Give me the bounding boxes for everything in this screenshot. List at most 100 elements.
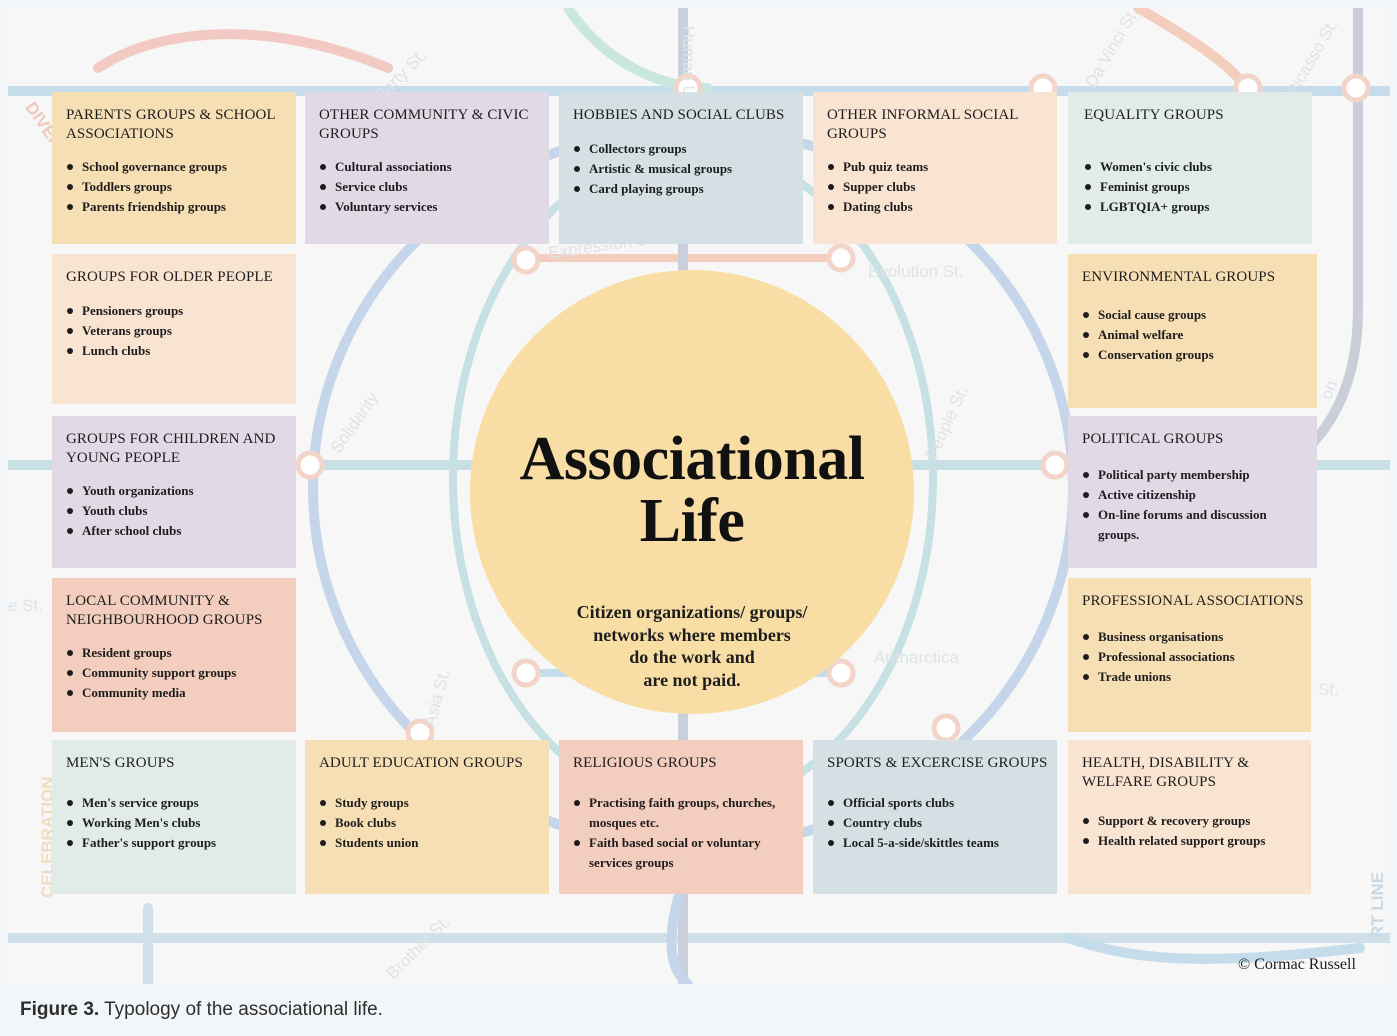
center-subtitle-line: Citizen organizations/ groups/ [576,602,808,622]
station-marker [931,713,961,743]
group-card-mens: MEN'S GROUPS Men's service groups Workin… [52,740,296,894]
group-items: Business organisations Professional asso… [1082,627,1299,687]
group-item: Collectors groups [573,139,791,159]
group-item: Service clubs [319,177,537,197]
figure-caption: Figure 3. Typology of the associational … [20,999,383,1021]
group-item: LGBTQIA+ groups [1084,197,1300,217]
group-item: Pensioners groups [66,301,284,321]
street-label: RT LINE [1368,871,1387,938]
group-items: Support & recovery groups Health related… [1082,811,1299,851]
group-item: Active citizenship [1082,485,1272,505]
group-items: Men's service groups Working Men's clubs… [66,793,284,853]
group-item: Artistic & musical groups [573,159,791,179]
group-card-health-disability: HEALTH, DISABILITY & WELFARE GROUPS Supp… [1068,740,1311,894]
group-item: Study groups [319,793,537,813]
group-item: Veterans groups [66,321,284,341]
street-label: Antharctica [874,648,960,667]
group-item: Youth clubs [66,501,284,521]
group-item: On-line forums and discussion groups. [1082,505,1272,545]
group-items: Resident groups Community support groups… [66,643,284,703]
group-title: OTHER INFORMAL SOCIAL GROUPS [827,107,1018,142]
street-label: St. [1318,680,1339,699]
group-title: ENVIRONMENTAL GROUPS [1082,269,1276,285]
group-item: Practising faith groups, churches, mosqu… [573,793,783,833]
group-title: EQUALITY GROUPS [1084,107,1224,123]
group-item: Support & recovery groups [1082,811,1299,831]
group-item: Conservation groups [1082,345,1305,365]
station-marker [1040,450,1070,480]
group-title: LOCAL COMMUNITY & NEIGHBOURHOOD GROUPS [66,593,263,628]
center-title-line: Life [639,487,745,555]
group-card-hobbies: HOBBIES AND SOCIAL CLUBS Collectors grou… [559,92,803,244]
group-item: Students union [319,833,537,853]
group-card-community-civic: OTHER COMMUNITY & CIVIC GROUPS Cultural … [305,92,549,244]
group-title: RELIGIOUS GROUPS [573,755,717,771]
group-item: Book clubs [319,813,537,833]
group-title: MEN'S GROUPS [66,755,175,771]
group-item: Voluntary services [319,197,537,217]
group-item: Working Men's clubs [66,813,284,833]
group-items: Official sports clubs Country clubs Loca… [827,793,1045,853]
group-title: GROUPS FOR OLDER PEOPLE [66,269,273,285]
station-marker [511,658,541,688]
group-item: Local 5-a-side/skittles teams [827,833,1045,853]
group-items: Pub quiz teams Supper clubs Dating clubs [827,157,1045,217]
group-item: Card playing groups [573,179,791,199]
group-item: Father's support groups [66,833,284,853]
center-subtitle: Citizen organizations/ groups/ networks … [528,601,856,691]
group-item: Social cause groups [1082,305,1305,325]
group-title: PROFESSIONAL ASSOCIATIONS [1082,593,1304,609]
group-item: Professional associations [1082,647,1299,667]
station-marker [511,245,541,275]
station-marker [826,658,856,688]
group-items: School governance groups Toddlers groups… [66,157,284,217]
center-subtitle-line: are not paid. [643,669,741,690]
group-item: Lunch clubs [66,341,284,361]
group-item: Business organisations [1082,627,1299,647]
map-line-bottom-center [666,893,693,984]
group-item: Toddlers groups [66,177,284,197]
group-items: Collectors groups Artistic & musical gro… [573,139,791,199]
group-title: SPORTS & EXCERCISE GROUPS [827,755,1048,771]
group-items: Youth organizations Youth clubs After sc… [66,481,284,541]
group-card-environmental: ENVIRONMENTAL GROUPS Social cause groups… [1068,254,1317,408]
group-title: PARENTS GROUPS & SCHOOL ASSOCIATIONS [66,107,276,142]
map-line-top-right-curve [1133,8,1253,103]
group-item: Political party membership [1082,465,1272,485]
group-item: Trade unions [1082,667,1299,687]
copyright: © Cormac Russell [1238,956,1356,973]
group-item: Country clubs [827,813,1045,833]
group-items: Cultural associations Service clubs Volu… [319,157,537,217]
group-card-older-people: GROUPS FOR OLDER PEOPLE Pensioners group… [52,254,296,404]
group-title: ADULT EDUCATION GROUPS [319,755,523,771]
station-marker [826,243,856,273]
group-item: Pub quiz teams [827,157,1045,177]
group-item: Men's service groups [66,793,284,813]
group-item: Official sports clubs [827,793,1045,813]
group-title: HOBBIES AND SOCIAL CLUBS [573,107,785,123]
map-line-top-left-curve [93,29,393,73]
group-title: HEALTH, DISABILITY & WELFARE GROUPS [1082,755,1250,790]
center-title: Associational Life [470,428,914,552]
group-items: Political party membership Active citize… [1082,465,1272,545]
group-title: GROUPS FOR CHILDREN AND YOUNG PEOPLE [66,431,276,466]
group-item: Faith based social or voluntary services… [573,833,783,873]
group-item: Community support groups [66,663,284,683]
group-items: Pensioners groups Veterans groups Lunch … [66,301,284,361]
group-item: Parents friendship groups [66,197,284,217]
station-marker [1341,73,1371,103]
group-item: School governance groups [66,157,284,177]
group-card-local-community: LOCAL COMMUNITY & NEIGHBOURHOOD GROUPS R… [52,578,296,732]
group-items: Study groups Book clubs Students union [319,793,537,853]
group-item: Supper clubs [827,177,1045,197]
group-item: Feminist groups [1084,177,1300,197]
group-title: OTHER COMMUNITY & CIVIC GROUPS [319,107,529,142]
center-title-line: Associational [519,425,865,493]
group-items: Women's civic clubs Feminist groups LGBT… [1084,157,1300,217]
group-item: Dating clubs [827,197,1045,217]
group-card-parents: PARENTS GROUPS & SCHOOL ASSOCIATIONS Sch… [52,92,296,244]
street-label: e St. [8,596,43,615]
group-item: Cultural associations [319,157,537,177]
group-card-adult-education: ADULT EDUCATION GROUPS Study groups Book… [305,740,549,894]
group-card-political: POLITICAL GROUPS Political party members… [1068,416,1317,568]
